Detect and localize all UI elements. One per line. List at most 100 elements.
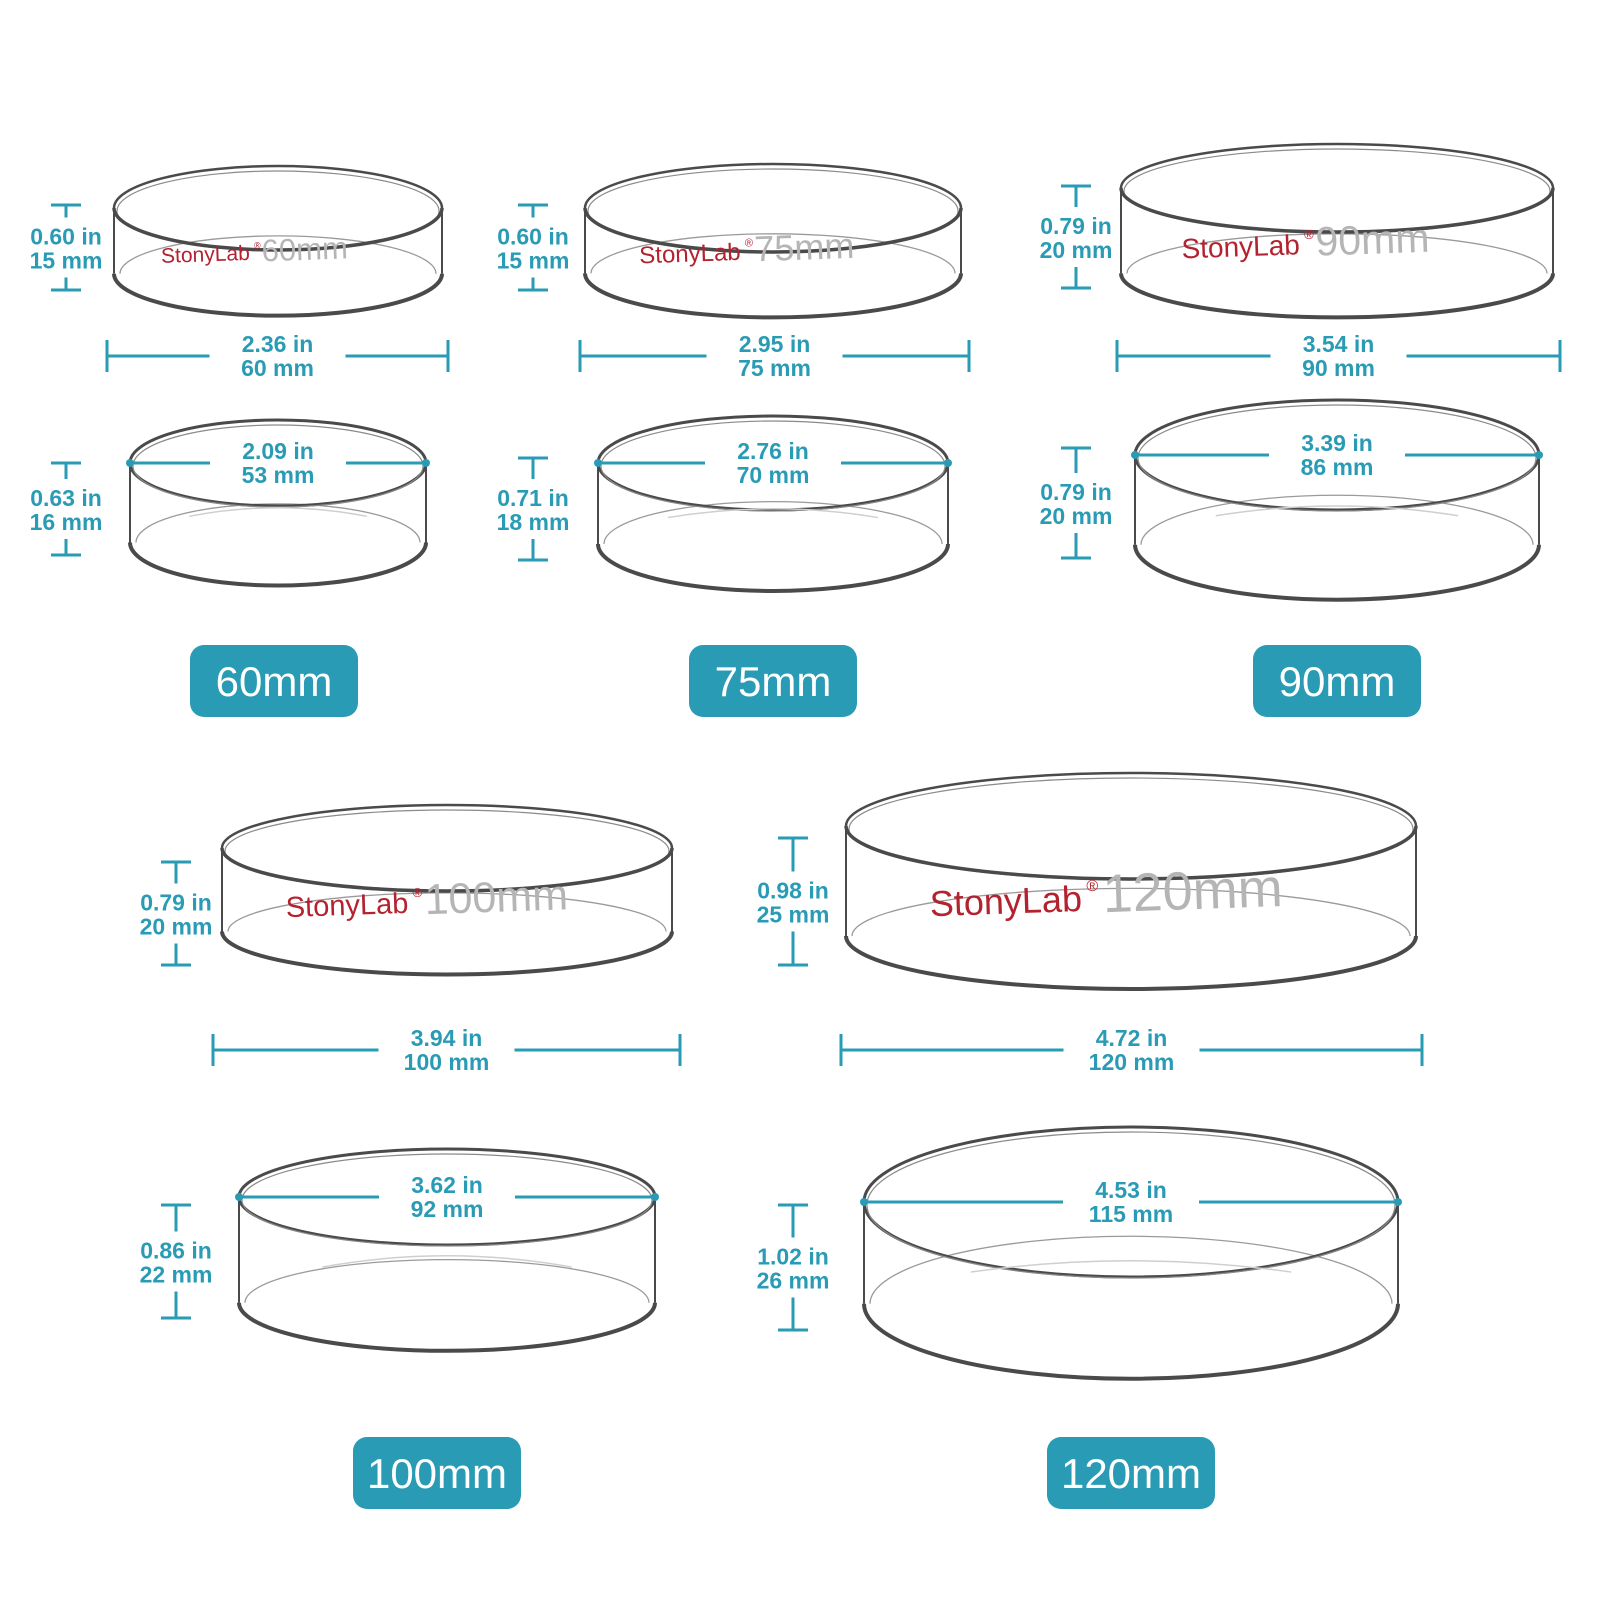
base-100 — [237, 1147, 657, 1353]
base-height-dim-60-mm: 16 mm — [30, 509, 103, 535]
size-badge-label: 100mm — [367, 1450, 507, 1497]
base-120-bottom-edge — [862, 1303, 1400, 1381]
base-height-dim-100-mm: 22 mm — [140, 1262, 213, 1288]
base-90-bottom-edge — [1133, 544, 1541, 602]
lid-height-dim-100-label-bg — [132, 887, 220, 940]
size-badge-label: 90mm — [1279, 658, 1396, 705]
lid-75-front-rim — [583, 207, 963, 254]
lid-75: StonyLab®75mm — [583, 162, 963, 320]
base-diameter-dim-75-left-end — [594, 459, 602, 467]
lid-100: StonyLab®100mm — [220, 803, 674, 977]
base-height-dim-90-mm: 20 mm — [1040, 503, 1113, 529]
lid-120-inner-floor — [851, 887, 1411, 937]
lid-height-dim-120-label-bg — [749, 875, 837, 928]
base-75-rim-inner — [600, 420, 946, 512]
lid-size-print: 60mm — [261, 230, 348, 268]
lid-120: StonyLab®120mm — [844, 771, 1418, 992]
base-diameter-dim-60-left-end — [126, 459, 134, 467]
base-120-reflection — [970, 1260, 1292, 1273]
lid-height-dim-100-mm: 20 mm — [140, 914, 213, 940]
lid-diameter-dim-90-mm: 90 mm — [1302, 355, 1375, 381]
lid-height-dim-120-mm: 25 mm — [757, 902, 830, 928]
lid-60-bottom-edge — [112, 273, 444, 318]
brand-name: StonyLab — [161, 242, 250, 268]
base-height-dim-90-in: 0.79 in — [1040, 479, 1112, 505]
brand-name: StonyLab — [285, 888, 409, 924]
lid-100-front-rim — [220, 847, 674, 893]
base-60-bottom-edge — [128, 542, 428, 588]
size-badge-60: 60mm — [190, 645, 358, 717]
lid-diameter-dim-100-mm: 100 mm — [404, 1049, 490, 1075]
lid-60: StonyLab®60mm — [112, 164, 444, 318]
lid-100-bottom-edge — [220, 931, 674, 977]
lid-height-dim-90-mm: 20 mm — [1040, 237, 1113, 263]
lid-height-dim-75-mm: 15 mm — [497, 248, 570, 274]
lid-height-dim-100-in: 0.79 in — [140, 890, 212, 916]
lid-height-dim-75-in: 0.60 in — [497, 224, 569, 250]
base-100-rim-inner — [241, 1153, 653, 1247]
lid-120-label: StonyLab®120mm — [929, 858, 1283, 924]
base-75-bottom-edge — [596, 543, 950, 593]
lid-90-bottom-edge — [1119, 273, 1555, 320]
lid-height-dim-75-label-bg — [489, 221, 577, 274]
base-height-dim-60-in: 0.63 in — [30, 485, 102, 511]
base-90-reflection — [1215, 505, 1459, 517]
registered-mark: ® — [745, 238, 753, 250]
base-height-dim-90-label-bg — [1032, 477, 1120, 529]
lid-height-dim-90-label-bg — [1032, 211, 1120, 263]
lid-diameter-dim-75-mm: 75 mm — [738, 355, 811, 381]
base-90-rim-inner — [1137, 404, 1537, 512]
base-120 — [862, 1125, 1400, 1381]
size-badge-90: 90mm — [1253, 645, 1421, 717]
lid-height-dim-90-in: 0.79 in — [1040, 213, 1112, 239]
brand-name: StonyLab — [639, 239, 741, 270]
size-badge-bg — [689, 645, 857, 717]
lid-60-inner-floor — [119, 235, 437, 274]
base-100-reflection — [322, 1255, 572, 1268]
size-badge-bg — [1253, 645, 1421, 717]
base-height-dim-60-label-bg — [22, 483, 110, 535]
lid-height-dim-60-in: 0.60 in — [30, 224, 102, 250]
base-diameter-dim-120-mm: 115 mm — [1089, 1201, 1173, 1227]
size-badge-120: 120mm — [1047, 1437, 1215, 1509]
base-height-dim-120-label-bg — [749, 1241, 837, 1294]
lid-90-label: StonyLab®90mm — [1181, 215, 1430, 265]
lid-60-label: StonyLab®60mm — [161, 230, 349, 268]
base-height-dim-75-in: 0.71 in — [497, 485, 569, 511]
size-badge-75: 75mm — [689, 645, 857, 717]
base-diameter-dim-60-in: 2.09 in — [242, 438, 314, 464]
size-badge-label: 120mm — [1061, 1450, 1201, 1497]
size-badge-label: 60mm — [216, 658, 333, 705]
base-height-dim-100-label-bg — [132, 1235, 220, 1288]
lid-100-inner-floor — [227, 892, 667, 932]
base-60-inner-floor — [135, 503, 421, 543]
lid-75-inner-floor — [590, 233, 956, 274]
size-badge-label: 75mm — [715, 658, 832, 705]
registered-mark: ® — [413, 885, 423, 900]
lid-diameter-dim-90-in: 3.54 in — [1303, 331, 1375, 357]
base-diameter-dim-100-right-end — [651, 1193, 659, 1201]
lid-60-front-rim — [112, 207, 444, 252]
base-diameter-dim-90-left-end — [1131, 451, 1139, 459]
base-diameter-dim-120-in: 4.53 in — [1095, 1177, 1167, 1203]
lid-diameter-dim-60-mm: 60 mm — [241, 355, 314, 381]
lid-90-front-rim — [1119, 187, 1555, 234]
lid-100-label: StonyLab®100mm — [285, 871, 569, 924]
lid-90: StonyLab®90mm — [1119, 142, 1555, 320]
base-75-inner-floor — [603, 501, 943, 544]
base-diameter-dim-100-in: 3.62 in — [411, 1172, 483, 1198]
base-60-reflection — [189, 506, 367, 518]
base-diameter-dim-90-in: 3.39 in — [1301, 430, 1373, 456]
base-120-inner-floor — [869, 1235, 1393, 1304]
base-height-dim-120-mm: 26 mm — [757, 1268, 830, 1294]
lid-diameter-dim-120-mm: 120 mm — [1089, 1049, 1175, 1075]
size-badge-100: 100mm — [353, 1437, 521, 1509]
registered-mark: ® — [1086, 878, 1098, 895]
base-diameter-dim-75-in: 2.76 in — [737, 438, 809, 464]
lid-size-print: 120mm — [1102, 858, 1284, 924]
